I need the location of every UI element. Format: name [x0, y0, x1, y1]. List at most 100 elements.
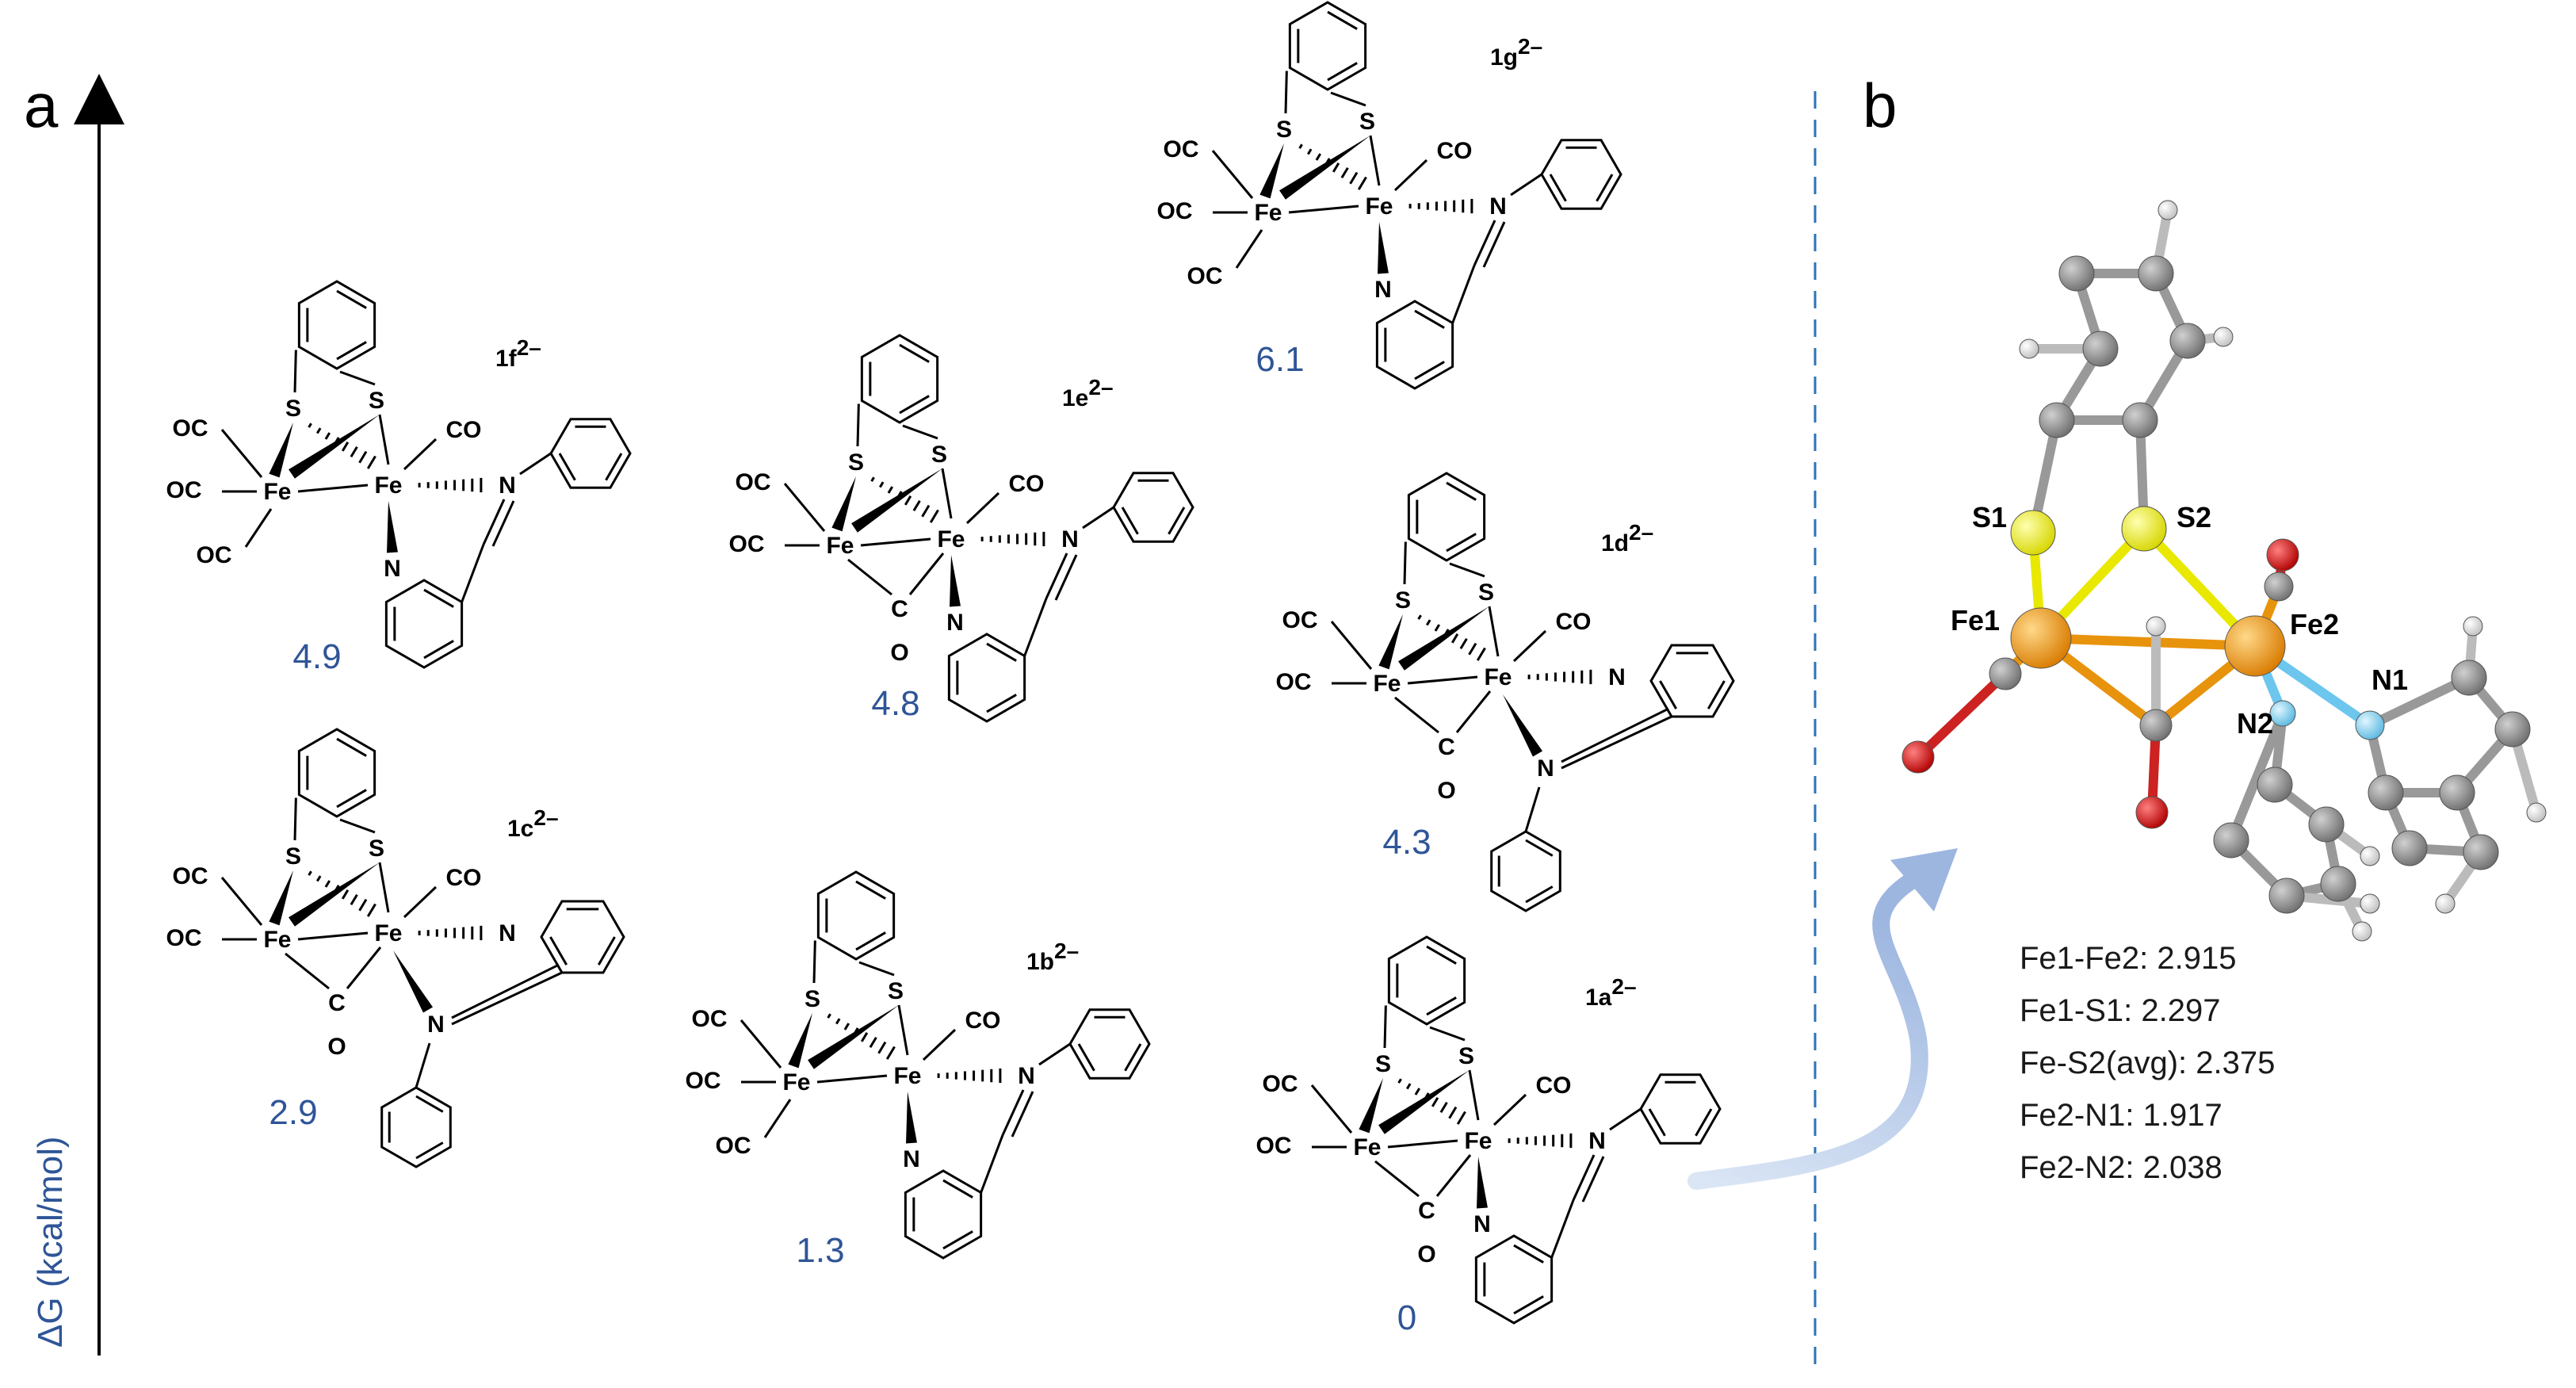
co-ligand-right: CO: [1556, 609, 1592, 635]
model-atom-p6: [2463, 834, 2499, 870]
bridging-carbon: C: [1418, 1198, 1435, 1224]
pyridine-nitrogen: N: [946, 610, 964, 636]
s-atom-1: S: [285, 843, 301, 870]
pyridine-ring: [1375, 300, 1454, 390]
pyridine-ring: [1474, 1234, 1554, 1325]
co-ligand-right: CO: [446, 865, 482, 891]
co-ligand-2: OC: [686, 1068, 721, 1094]
charge-1g: 2–: [1518, 34, 1542, 59]
model-atom-c2: [2122, 402, 2158, 438]
fe-atom-right: Fe: [893, 1063, 921, 1089]
phenyl-ring: [1068, 1008, 1151, 1080]
s-atom-1: S: [1276, 117, 1292, 143]
co-ligand-2: OC: [1276, 669, 1312, 695]
pyridine-ring: [904, 1169, 983, 1260]
structure-label-1f: 1f2–: [495, 335, 541, 372]
co-ligand-right: CO: [1009, 471, 1045, 497]
structure-label-1b: 1b2–: [1026, 939, 1079, 975]
imine-nitrogen: N: [1061, 526, 1079, 553]
imine-nitrogen: N: [1537, 755, 1554, 782]
energy-value-1f: 4.9: [292, 637, 341, 676]
co-ligand-right: CO: [965, 1008, 1001, 1034]
model-atom-p4: [2451, 660, 2487, 696]
model-atom-ot: [2266, 538, 2299, 572]
benzenedithiolate-ring: [816, 870, 896, 961]
bridging-carbon: C: [1438, 734, 1455, 760]
co-ligand-1: OC: [692, 1006, 728, 1032]
co-ligand-right: CO: [1437, 138, 1473, 164]
benzenedithiolate-ring: [1288, 1, 1367, 91]
co-ligand-2: OC: [1157, 198, 1193, 224]
s-atom-2: S: [888, 978, 904, 1004]
s-atom-1: S: [1375, 1051, 1391, 1077]
pyridine-ring: [540, 900, 625, 974]
s-atom-1: S: [1395, 587, 1411, 614]
model-atom-h4: [2146, 616, 2166, 637]
fe-atom-right: Fe: [937, 526, 965, 553]
phenyl-ring: [549, 418, 632, 489]
model-bond: [2036, 633, 2260, 651]
bond-length-3: Fe-S2(avg): 2.375: [2020, 1046, 2275, 1080]
bond-length-4: Fe2-N1: 1.917: [2020, 1098, 2222, 1133]
co-ligand-2: OC: [166, 925, 202, 951]
co-ligand-right: CO: [446, 417, 482, 443]
imine-nitrogen: N: [1018, 1063, 1035, 1089]
charge-1e: 2–: [1088, 375, 1113, 400]
bond-length-list: Fe1-Fe2: 2.915 Fe1-S1: 2.297 Fe-S2(avg):…: [2020, 941, 2275, 1185]
co-ligand-2: OC: [729, 531, 765, 557]
energy-value-1c: 2.9: [269, 1093, 317, 1132]
co-ligand-1: OC: [1263, 1071, 1298, 1097]
model-atom-h2: [2213, 327, 2234, 347]
co-ligand-1: OC: [1164, 136, 1199, 163]
structure-label-1g: 1g2–: [1490, 34, 1542, 71]
panel-a-label: a: [24, 71, 59, 140]
charge-1b: 2–: [1054, 939, 1079, 963]
model-label-n1: N1: [2372, 663, 2408, 696]
model-atom-fe2: [2224, 615, 2286, 677]
model-atom-c3: [2082, 331, 2119, 367]
fe-atom-left: Fe: [1373, 671, 1401, 697]
co-ligand-3: OC: [1187, 263, 1223, 289]
model-atom-fe1: [2010, 607, 2072, 669]
fe-atom-right: Fe: [1484, 664, 1512, 690]
model-atom-ob1: [1901, 740, 1935, 774]
structure-label-1a: 1a2–: [1585, 974, 1637, 1011]
model-label-s1: S1: [1972, 501, 2007, 533]
pyridine-nitrogen: N: [1608, 664, 1626, 690]
s-atom-1: S: [805, 986, 820, 1012]
co-ligand-2: OC: [1256, 1133, 1292, 1159]
phenyl-ring: [1540, 139, 1622, 210]
model-atom-ct: [2264, 572, 2294, 602]
model-atom-y4: [2268, 878, 2305, 914]
pyridine-nitrogen: N: [903, 1146, 920, 1172]
fe-atom-left: Fe: [1353, 1134, 1381, 1160]
energy-value-1a: 0: [1397, 1298, 1416, 1337]
charge-1d: 2–: [1629, 520, 1653, 545]
model-atom-ob2: [2135, 796, 2169, 829]
pyridine-nitrogen: N: [1473, 1211, 1491, 1237]
pyridine-ring: [384, 579, 464, 669]
fe-atom-right: Fe: [374, 472, 402, 499]
charge-1c: 2–: [533, 805, 558, 830]
s-atom-2: S: [1478, 579, 1494, 606]
model-atom-p1: [2368, 774, 2404, 811]
s-atom-2: S: [369, 835, 384, 862]
panel-b-label: b: [1863, 71, 1897, 140]
model-label-n2: N2: [2237, 707, 2273, 740]
fe-atom-left: Fe: [263, 479, 291, 505]
imine-nitrogen: N: [499, 472, 516, 499]
phenyl-ring: [1490, 830, 1561, 912]
pyridine-ring: [947, 633, 1026, 723]
co-ligand-3: OC: [716, 1133, 751, 1159]
fe-atom-right: Fe: [1464, 1128, 1492, 1154]
bond-length-1: Fe1-Fe2: 2.915: [2020, 941, 2237, 976]
s-atom-1: S: [848, 449, 864, 476]
s-atom-2: S: [1458, 1043, 1474, 1069]
curved-arrow: [1687, 863, 1935, 1190]
